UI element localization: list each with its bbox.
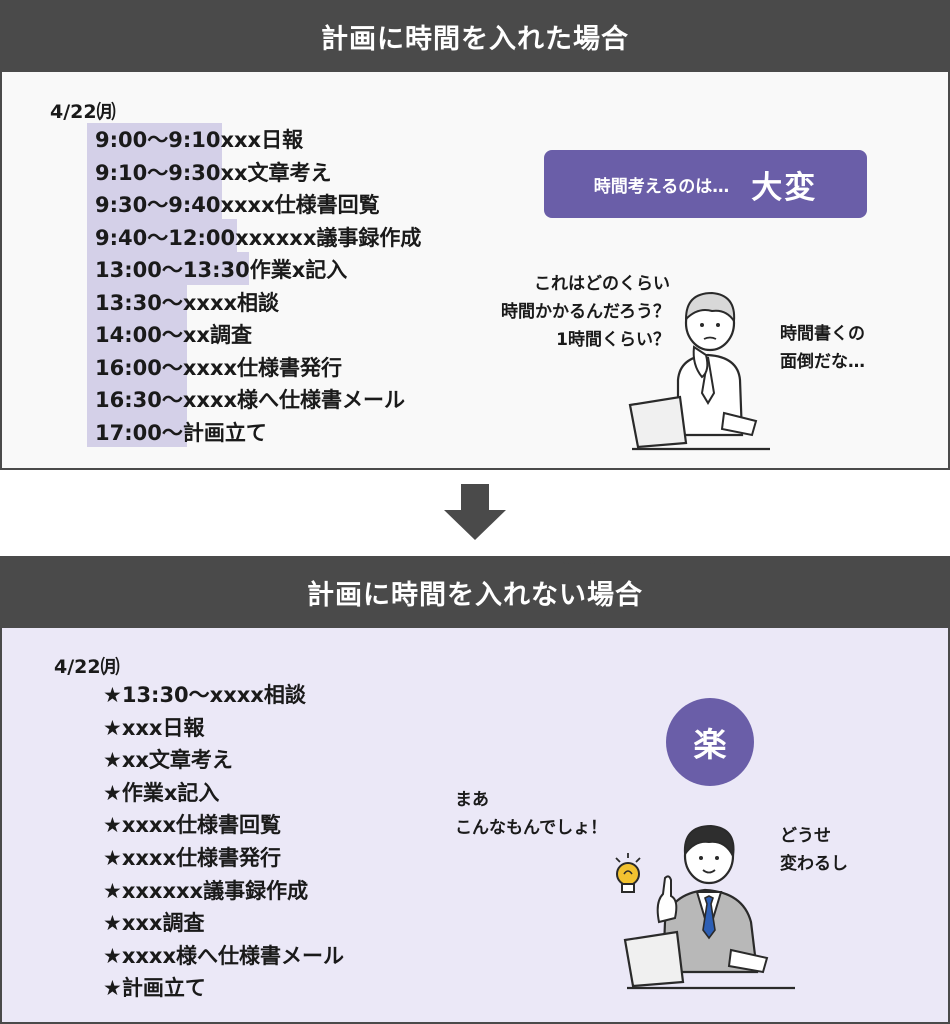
schedule-task: xx調査 <box>182 323 252 347</box>
schedule-item: 9:00〜9:10xxx日報 <box>95 124 421 157</box>
task-item: ★xxx日報 <box>103 715 205 740</box>
thought-line: これはどのくらい <box>534 274 670 294</box>
thought-line: 1時間くらい？ <box>556 330 670 350</box>
thought-bubble-left-top: これはどのくらい 時間かかるんだろう？ 1時間くらい？ <box>455 270 670 354</box>
task-item: ★xxx調査 <box>103 911 205 936</box>
thinking-person-illustration <box>628 291 770 451</box>
thought-bubble-right-top: 時間書くの 面倒だな… <box>780 320 865 376</box>
task-item: ★計画立て <box>103 976 206 1001</box>
down-arrow-icon <box>444 484 506 540</box>
panel-without-time <box>0 628 950 1024</box>
task-item: ★xxxx様へ仕様書メール <box>103 943 345 968</box>
speech-bubble-left-bottom: まあ こんなもんでしょ！ <box>455 786 607 842</box>
schedule-item: 17:00〜計画立て <box>95 417 421 450</box>
schedule-task: 計画立て <box>182 420 267 445</box>
thought-line: 時間書くの <box>780 324 865 344</box>
schedule-item: 13:00〜13:30作業x記入 <box>95 254 421 287</box>
schedule-item: 9:10〜9:30xx文章考え <box>95 157 421 190</box>
speech-line: どうせ <box>780 826 831 846</box>
schedule-task: xxxxxx議事録作成 <box>235 225 422 250</box>
schedule-time: 13:30〜 <box>95 290 183 315</box>
schedule-time: 9:00〜9:10 <box>95 128 221 152</box>
top-date: 4/22㈪ <box>50 101 116 123</box>
speech-line: 変わるし <box>780 854 848 874</box>
schedule-time: 16:00〜 <box>95 355 183 380</box>
lightbulb-icon <box>615 853 641 893</box>
schedule-task: xxxx仕様書回覧 <box>220 193 380 217</box>
schedule-time: 9:10〜9:30 <box>95 160 221 185</box>
schedule-time: 13:00〜13:30 <box>95 258 250 282</box>
task-item: ★13:30〜xxxx相談 <box>103 683 306 707</box>
schedule-task: xxx日報 <box>220 128 304 152</box>
schedule-task: xxxx様へ仕様書メール <box>182 388 406 412</box>
speech-line: まあ <box>455 790 489 810</box>
schedule-task: 作業x記入 <box>249 258 348 282</box>
section-title-without-time: 計画に時間を入れない場合 <box>0 556 950 628</box>
schedule-time: 9:40〜12:00 <box>95 225 236 250</box>
time-highlight-3 <box>87 252 249 285</box>
task-item: ★xxxx仕様書回覧 <box>103 813 282 838</box>
thought-line: 時間かかるんだろう？ <box>501 302 670 322</box>
schedule-task: xx文章考え <box>220 160 332 185</box>
time-highlight-4 <box>87 285 187 447</box>
schedule-item: 9:30〜9:40xxxx仕様書回覧 <box>95 189 421 222</box>
schedule-item: 9:40〜12:00xxxxxx議事録作成 <box>95 222 421 255</box>
schedule-task: xxxx相談 <box>182 290 280 315</box>
task-item: ★xxxxxx議事録作成 <box>103 878 309 903</box>
schedule-time: 9:30〜9:40 <box>95 193 221 217</box>
schedule-item: 13:30〜xxxx相談 <box>95 287 421 320</box>
schedule-item: 16:30〜xxxx様へ仕様書メール <box>95 384 421 417</box>
confident-person-illustration <box>623 824 795 990</box>
schedule-time: 17:00〜 <box>95 420 183 445</box>
speech-line: こんなもんでしょ！ <box>455 818 608 838</box>
section-title-with-time: 計画に時間を入れた場合 <box>0 0 950 72</box>
thought-line: 面倒だな… <box>780 352 865 372</box>
task-item: ★作業x記入 <box>103 780 220 805</box>
easy-badge: 楽 <box>666 698 754 786</box>
speech-bubble-right-bottom: どうせ 変わるし <box>780 822 848 878</box>
schedule-task: xxxx仕様書発行 <box>182 355 343 380</box>
bottom-date: 4/22㈪ <box>54 656 120 678</box>
schedule-time: 14:00〜 <box>95 323 183 347</box>
task-item: ★xx文章考え <box>103 748 233 773</box>
task-item: ★xxxx仕様書発行 <box>103 845 282 870</box>
effort-badge: 時間考えるのは… 大変 <box>544 150 867 218</box>
schedule-item: 16:00〜xxxx仕様書発行 <box>95 352 421 385</box>
effort-badge-text: 時間考えるのは… <box>593 176 730 197</box>
schedule-time: 16:30〜 <box>95 388 183 412</box>
effort-badge-word: 大変 <box>751 169 818 206</box>
untimed-task-list: ★13:30〜xxxx相談 ★xxx日報 ★xx文章考え ★作業x記入 ★xxxx仕様書… <box>103 679 344 1005</box>
schedule-item: 14:00〜xx調査 <box>95 319 421 352</box>
